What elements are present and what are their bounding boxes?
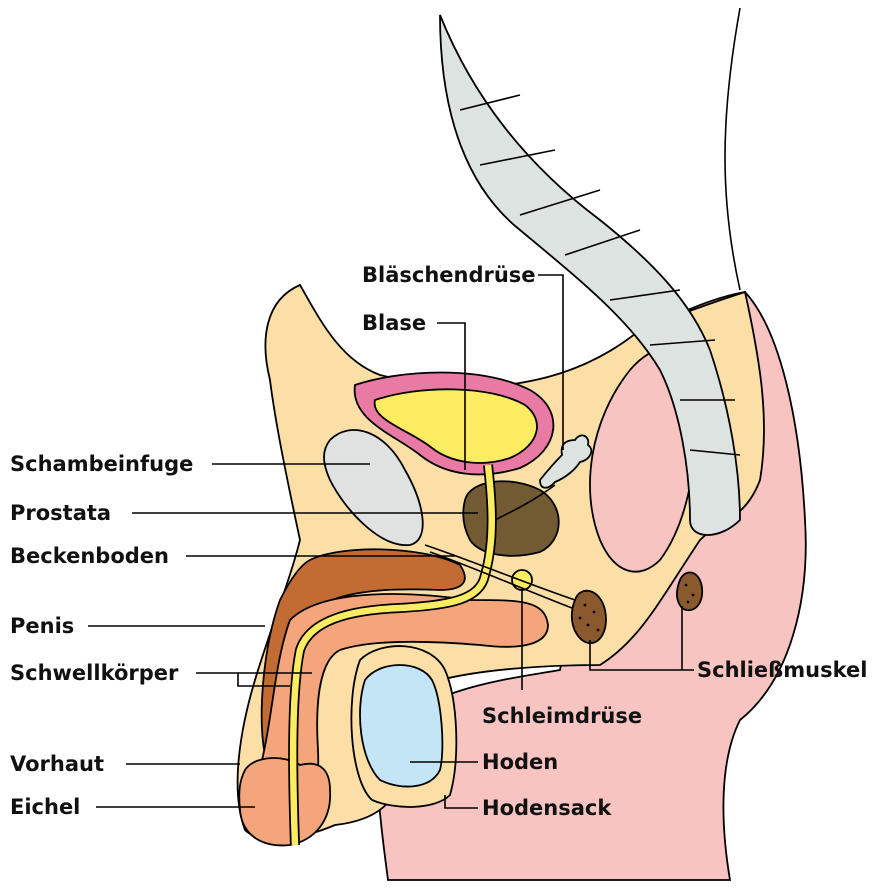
sphincter-outer: [677, 572, 702, 610]
label-schleimdruese: Schleimdrüse: [482, 704, 642, 728]
label-vorhaut: Vorhaut: [10, 752, 104, 776]
contour: [725, 8, 740, 290]
label-schliessmuskel: Schließmuskel: [697, 658, 867, 682]
sphincter-inner: [572, 591, 606, 643]
label-eichel: Eichel: [10, 795, 80, 819]
label-beckenboden: Beckenboden: [10, 544, 169, 568]
label-penis: Penis: [10, 614, 74, 638]
label-prostata: Prostata: [10, 501, 111, 525]
testis: [360, 665, 442, 787]
label-schwellkoerper: Schwellkörper: [10, 661, 179, 685]
label-hodensack: Hodensack: [482, 796, 612, 820]
glans: [239, 758, 330, 845]
label-blaeschendruese: Bläschendrüse: [362, 263, 536, 287]
label-hoden: Hoden: [482, 750, 558, 774]
label-blase: Blase: [362, 311, 426, 335]
label-schambeinfuge: Schambeinfuge: [10, 452, 193, 476]
